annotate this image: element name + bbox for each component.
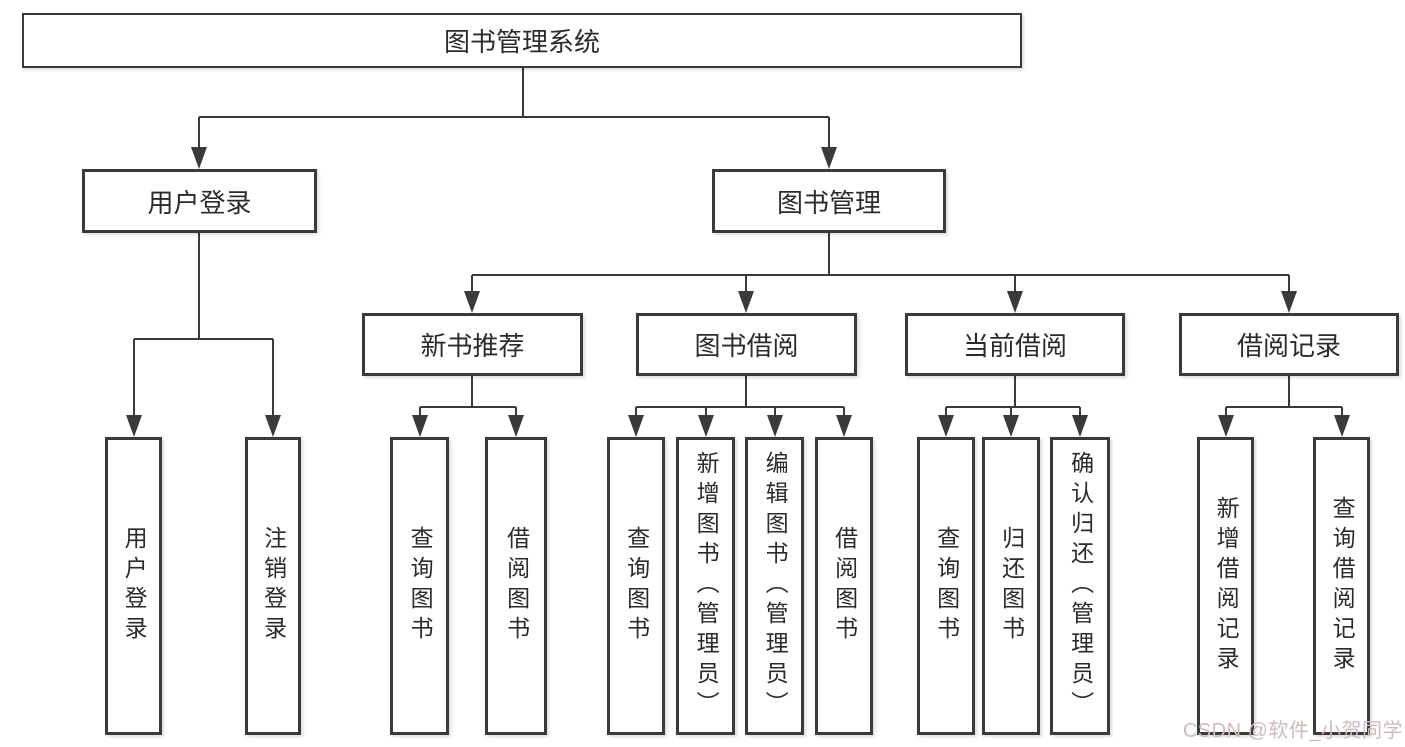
node-logout: 注销登录 [245, 437, 301, 735]
node-current-return-books: 归还图书 [982, 437, 1040, 735]
node-label: 用户登录 [147, 187, 252, 218]
node-label: 新增借阅记录 [1213, 496, 1240, 676]
node-label: 当前借阅 [962, 331, 1067, 361]
node-label: 图书管理系统 [443, 27, 600, 57]
node-label: 图书借阅 [694, 331, 799, 361]
node-label: 新书推荐 [420, 331, 525, 361]
node-borrow-records: 借阅记录 [1179, 313, 1399, 376]
node-label: 注销登录 [260, 526, 287, 646]
node-records-query-record: 查询借阅记录 [1313, 437, 1370, 735]
node-current-query-books: 查询图书 [917, 437, 975, 735]
node-current-borrow: 当前借阅 [905, 313, 1125, 376]
node-library-management-system: 图书管理系统 [22, 13, 1022, 68]
node-label: 新增图书（管理员） [693, 451, 720, 721]
node-new-book-recommend: 新书推荐 [362, 313, 583, 376]
node-borrow-borrow-books: 借阅图书 [815, 437, 873, 735]
node-book-borrow: 图书借阅 [636, 313, 857, 376]
node-label: 借阅图书 [503, 526, 530, 646]
node-records-add-record: 新增借阅记录 [1197, 437, 1254, 735]
node-label: 编辑图书（管理员） [762, 451, 789, 721]
node-user-login-group: 用户登录 [82, 169, 317, 233]
node-borrow-query-books: 查询图书 [607, 437, 665, 735]
node-label: 查询图书 [933, 526, 960, 646]
node-label: 查询图书 [623, 526, 650, 646]
node-borrow-add-books-admin: 新增图书（管理员） [676, 437, 735, 735]
node-label: 确认归还（管理员） [1067, 451, 1094, 721]
node-book-management: 图书管理 [712, 169, 946, 233]
node-borrow-edit-books-admin: 编辑图书（管理员） [745, 437, 804, 735]
node-newbook-borrow-books: 借阅图书 [485, 437, 547, 735]
node-newbook-query-books: 查询图书 [390, 437, 449, 735]
node-label: 查询借阅记录 [1329, 496, 1356, 676]
node-label: 借阅图书 [831, 526, 858, 646]
node-current-confirm-return-admin: 确认归还（管理员） [1050, 437, 1110, 735]
csdn-watermark: CSDN @软件_小贺同学 [1182, 720, 1403, 742]
node-label: 查询图书 [407, 526, 434, 646]
node-label: 借阅记录 [1236, 331, 1341, 361]
node-label: 图书管理 [776, 187, 881, 218]
node-label: 用户登录 [121, 526, 148, 646]
node-user-login: 用户登录 [105, 437, 162, 735]
node-label: 归还图书 [998, 526, 1025, 646]
